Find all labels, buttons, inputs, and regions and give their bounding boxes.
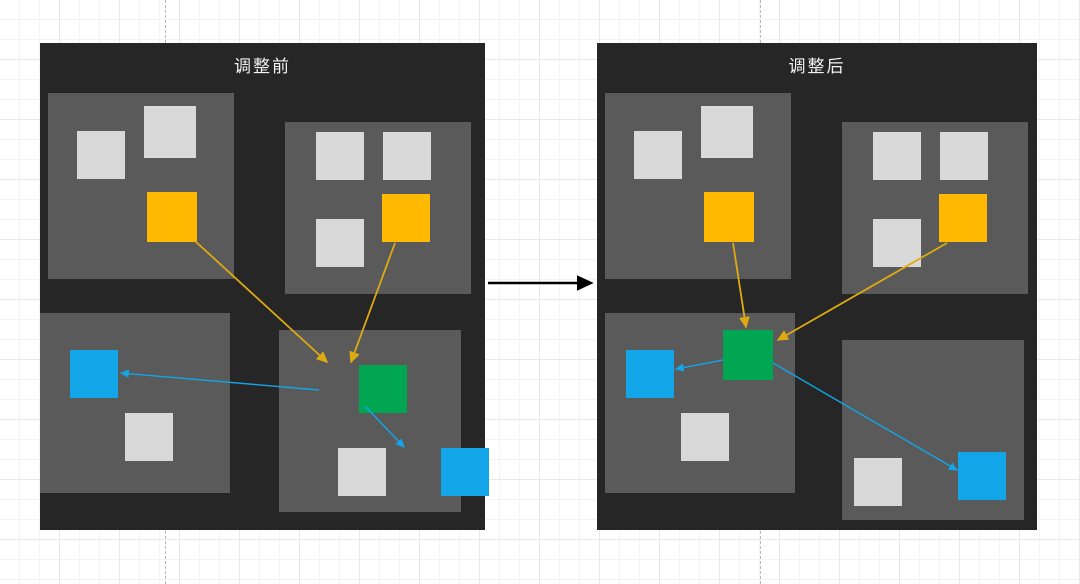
node-orange-source[interactable]	[704, 192, 754, 242]
node-green-hub[interactable]	[359, 365, 407, 413]
node-grey[interactable]	[873, 132, 921, 180]
node-grey[interactable]	[634, 131, 682, 179]
node-blue-target[interactable]	[958, 452, 1006, 500]
node-grey[interactable]	[854, 458, 902, 506]
node-grey[interactable]	[701, 106, 753, 158]
node-orange-source[interactable]	[147, 192, 197, 242]
node-grey[interactable]	[144, 106, 196, 158]
node-blue-target[interactable]	[626, 350, 674, 398]
node-grey[interactable]	[940, 132, 988, 180]
group-after-1[interactable]	[605, 93, 791, 279]
group-before-4[interactable]	[279, 330, 489, 512]
node-grey[interactable]	[681, 413, 729, 461]
node-blue-target[interactable]	[441, 448, 489, 496]
node-grey[interactable]	[873, 219, 921, 267]
node-green-hub[interactable]	[723, 330, 773, 380]
node-grey[interactable]	[338, 448, 386, 496]
node-grey[interactable]	[316, 132, 364, 180]
panel-before[interactable]: 调整前	[40, 43, 489, 530]
group-before-3[interactable]	[40, 313, 230, 493]
node-grey[interactable]	[77, 131, 125, 179]
group-before-2[interactable]	[285, 122, 471, 294]
node-grey[interactable]	[316, 219, 364, 267]
group-after-4[interactable]	[842, 340, 1024, 520]
node-orange-source[interactable]	[939, 194, 987, 242]
panel-after[interactable]: 调整后	[597, 43, 1037, 530]
group-after-2[interactable]	[842, 122, 1028, 294]
node-orange-source[interactable]	[382, 194, 430, 242]
node-blue-target[interactable]	[70, 350, 118, 398]
panel-after-title: 调整后	[788, 57, 846, 77]
group-before-1[interactable]	[48, 93, 234, 279]
group-after-3[interactable]	[605, 313, 795, 493]
panel-before-title: 调整前	[234, 57, 291, 77]
node-grey[interactable]	[125, 413, 173, 461]
node-grey[interactable]	[383, 132, 431, 180]
